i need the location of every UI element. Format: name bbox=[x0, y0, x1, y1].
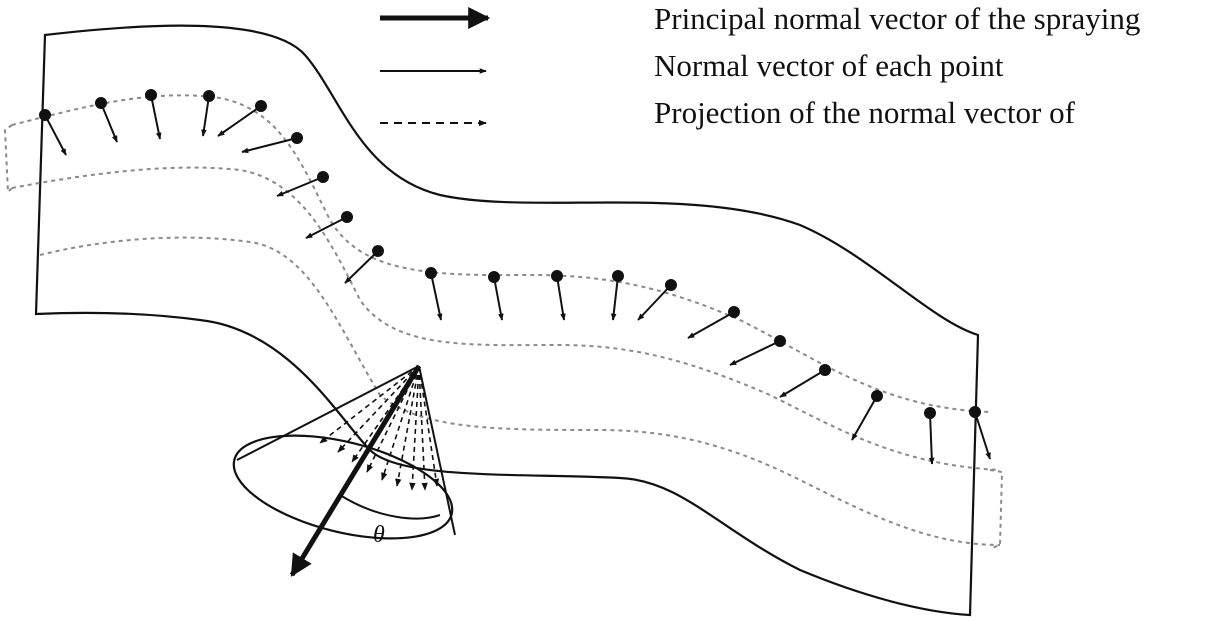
normal-vector bbox=[201, 90, 215, 137]
normal-vector bbox=[779, 364, 831, 398]
normal-vector bbox=[969, 406, 991, 460]
normal-vector bbox=[488, 271, 504, 321]
legend-label-projection: Projection of the normal vector of bbox=[654, 95, 1076, 130]
theta-arc bbox=[339, 494, 441, 520]
normal-vector bbox=[145, 89, 162, 140]
normal-vector bbox=[344, 245, 384, 284]
surface-outline bbox=[34, 24, 980, 617]
legend-label-normal: Normal vector of each point bbox=[654, 48, 1004, 83]
theta-label: θ bbox=[373, 522, 385, 548]
normal-vector bbox=[39, 109, 67, 156]
cone-base bbox=[232, 434, 454, 540]
cone-side-left bbox=[236, 365, 420, 461]
spray-path-main bbox=[11, 94, 991, 413]
principal-normal-arrow bbox=[289, 364, 422, 577]
legend-label-principal: Principal normal vector of the spraying bbox=[654, 1, 1140, 36]
normal-vector bbox=[217, 100, 267, 137]
normal-vector bbox=[276, 171, 329, 197]
spray-cone-icon: θ bbox=[232, 364, 456, 577]
normal-vector bbox=[551, 270, 566, 321]
normal-vector bbox=[729, 335, 786, 366]
normal-vector bbox=[851, 390, 883, 441]
path-turn-right bbox=[989, 469, 1004, 549]
normal-vector bbox=[95, 97, 118, 143]
path-turn-left bbox=[3, 124, 13, 195]
normal-vector bbox=[305, 211, 353, 239]
point-normals bbox=[39, 89, 991, 465]
normal-vector bbox=[425, 267, 443, 321]
normal-vector bbox=[241, 132, 303, 154]
normal-vector bbox=[687, 306, 740, 339]
legend: Principal normal vector of the spraying … bbox=[380, 1, 1140, 130]
spray-path-3 bbox=[39, 236, 1001, 546]
normal-vector bbox=[610, 270, 624, 321]
normal-vector bbox=[637, 279, 677, 321]
spray-paths bbox=[3, 94, 1004, 549]
cone-side-right bbox=[418, 365, 456, 536]
spray-path-2 bbox=[11, 166, 1001, 471]
normal-vector bbox=[924, 407, 936, 465]
